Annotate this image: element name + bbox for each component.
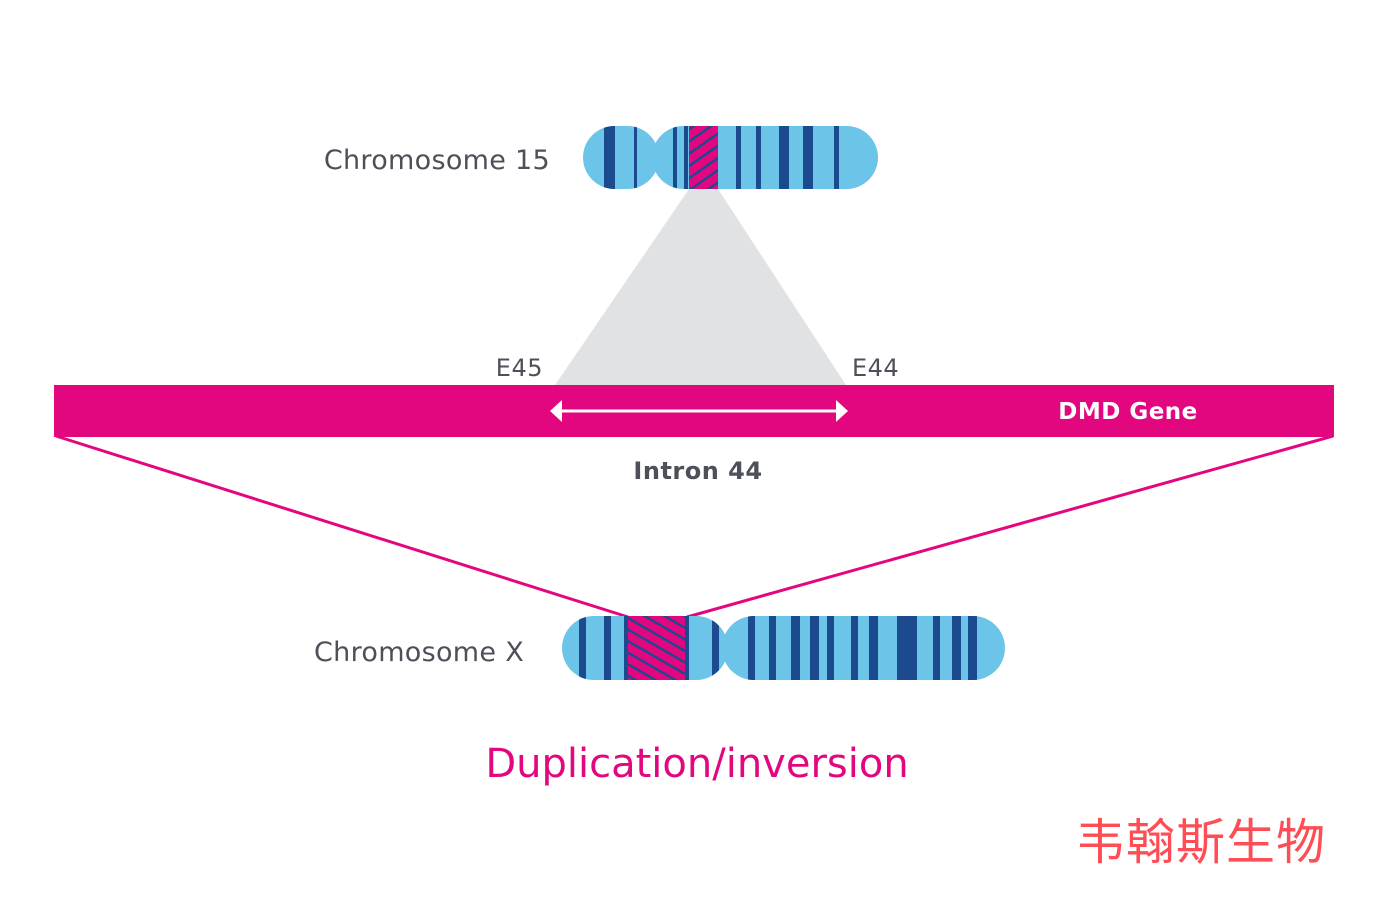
exon-e45-label: E45 [496, 354, 543, 382]
dmd-gene-label: DMD Gene [1058, 399, 1198, 425]
band [684, 126, 688, 189]
band [968, 616, 977, 680]
band [834, 126, 839, 189]
arrowhead-left-icon [550, 400, 562, 422]
band [604, 126, 615, 189]
chromosome-15-label: Chromosome 15 [324, 145, 550, 176]
chromosome-x-label: Chromosome X [314, 637, 524, 668]
chromosome-15-short-arm [583, 126, 659, 189]
chromosome-x-short-arm [562, 616, 728, 680]
arrowhead-right-icon [836, 400, 848, 422]
chromosome-15 [583, 126, 878, 189]
band [851, 616, 858, 680]
band [933, 616, 940, 680]
band [897, 616, 917, 680]
chromosome-x [562, 616, 1005, 680]
chromosome-15-long-arm [652, 126, 878, 189]
band [952, 616, 961, 680]
band [803, 126, 813, 189]
band [869, 616, 878, 680]
band [579, 616, 586, 680]
zoom-cone [555, 189, 846, 385]
zoom-line-left [55, 434, 629, 619]
band [769, 616, 776, 680]
band [634, 126, 637, 189]
intron-44-label: Intron 44 [633, 457, 762, 485]
band [604, 616, 611, 680]
band [736, 126, 741, 189]
band [827, 616, 834, 680]
watermark: 韦翰斯生物 [1076, 814, 1327, 871]
band [779, 126, 789, 189]
band [673, 126, 677, 189]
intron-arrow [550, 400, 848, 422]
chromosome-x-highlight-band [628, 616, 685, 680]
band [810, 616, 819, 680]
band [791, 616, 800, 680]
band [748, 616, 755, 680]
chromosome-x-long-arm [722, 616, 1005, 680]
zoom-line-right [686, 434, 1334, 619]
chromosome-15-highlight-band [689, 126, 718, 189]
band [756, 126, 761, 189]
exon-e44-label: E44 [852, 354, 899, 382]
diagram-title: Duplication/inversion [485, 741, 908, 787]
band [712, 616, 719, 680]
